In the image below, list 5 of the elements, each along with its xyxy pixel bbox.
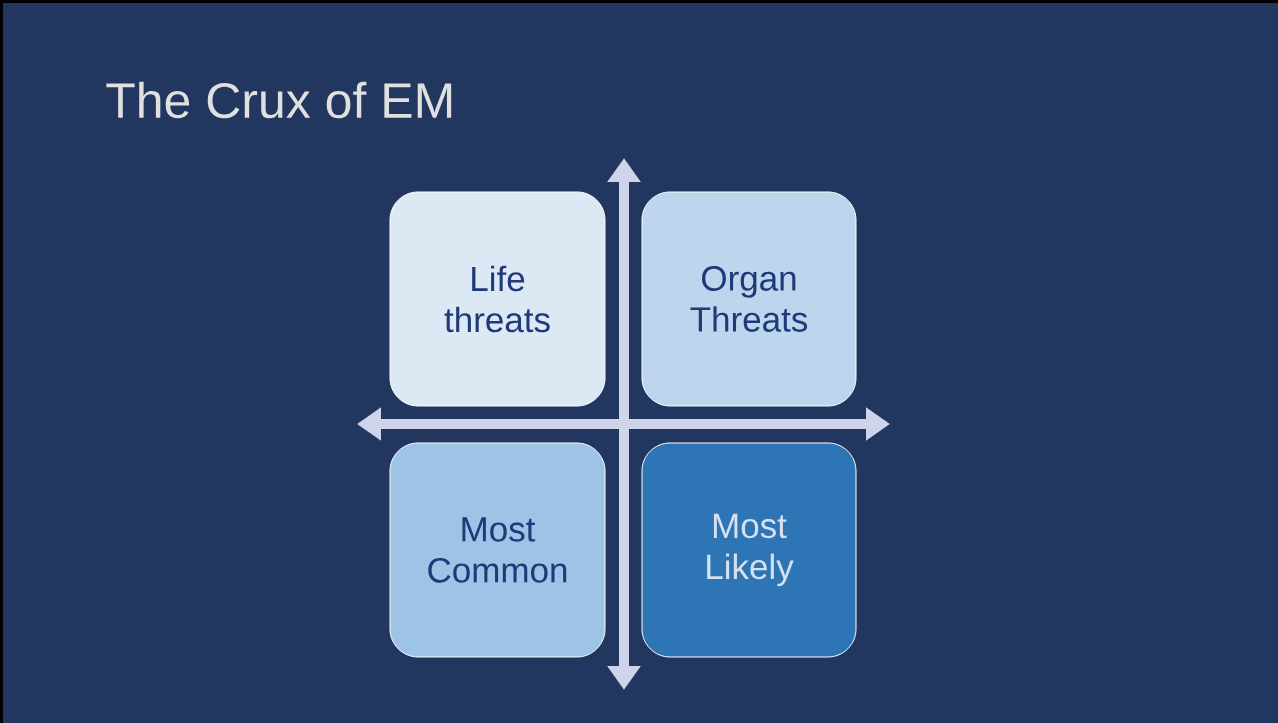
quadrant-box: Most Common [389, 442, 606, 658]
quadrant-box: Organ Threats [641, 191, 857, 407]
quadrant-box: Life threats [389, 191, 606, 407]
quadrant-box: Most Likely [641, 442, 857, 658]
title: The Crux of EM [106, 81, 452, 119]
